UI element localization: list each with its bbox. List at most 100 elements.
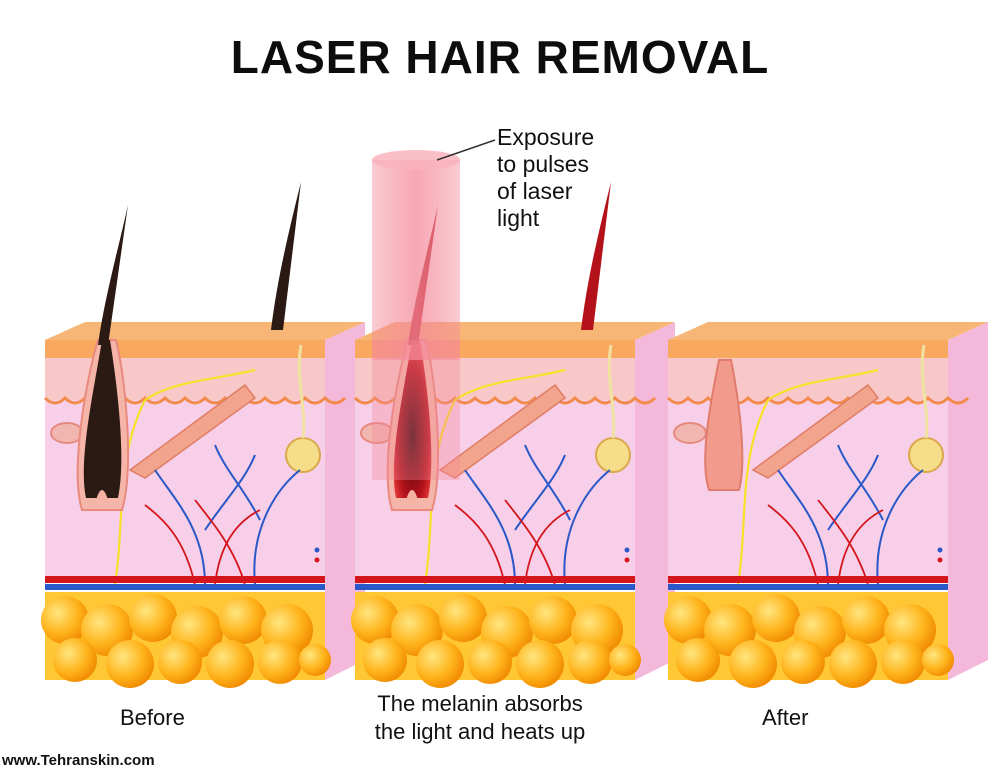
hair-shaft xyxy=(98,205,128,345)
main-vein xyxy=(45,584,325,590)
fat-cell xyxy=(219,596,267,644)
vein-branch xyxy=(214,444,261,521)
vein-branch xyxy=(524,444,571,521)
caption-after: After xyxy=(762,705,809,730)
fat-cell xyxy=(729,640,777,688)
callout-line: of laser xyxy=(497,178,573,204)
fat-cell xyxy=(568,640,612,684)
hair-root xyxy=(83,340,122,498)
vessel-dot xyxy=(937,547,943,553)
callout-line: Exposure xyxy=(497,124,595,150)
fat-cell xyxy=(781,640,825,684)
sebaceous-gland xyxy=(50,422,84,444)
fat-cell xyxy=(468,640,512,684)
skin-surface xyxy=(668,340,948,358)
caption-laser-line: The melanin absorbs xyxy=(377,691,583,716)
vessel-dot xyxy=(624,557,630,563)
vessel-dot xyxy=(314,547,320,553)
watermark: www.Tehranskin.com xyxy=(2,752,155,769)
main-artery xyxy=(355,576,635,583)
fat-cell xyxy=(922,644,954,676)
vein-branch xyxy=(464,469,516,586)
laser-beam-top xyxy=(372,150,460,170)
vein-branch xyxy=(563,469,611,586)
sweat-gland xyxy=(908,437,944,473)
vessel-dot xyxy=(624,547,630,553)
fat-cell xyxy=(41,596,89,644)
fat-cell xyxy=(516,640,564,688)
vessel-dot xyxy=(937,557,943,563)
caption-laser: The melanin absorbs the light and heats … xyxy=(340,690,620,746)
fat-cell xyxy=(829,640,877,688)
vein-branch xyxy=(876,469,924,586)
artery-branch xyxy=(214,509,261,586)
fat-cell xyxy=(258,640,302,684)
artery-branch xyxy=(454,504,506,586)
vein-branch xyxy=(154,469,206,586)
main-artery xyxy=(45,576,325,583)
sweat-duct xyxy=(920,344,929,439)
hair-root xyxy=(393,340,432,498)
artery-branch xyxy=(524,509,571,586)
sebaceous-gland xyxy=(673,422,707,444)
fat-cell xyxy=(129,594,177,642)
vein-branch xyxy=(253,469,301,586)
callout-line: to pulses xyxy=(497,151,590,177)
destroyed-follicle xyxy=(704,359,744,491)
dermal-papilla xyxy=(406,490,418,500)
laser-callout-label: Exposure to pulses of laser light xyxy=(497,124,647,232)
fat-cell xyxy=(664,596,712,644)
skin-block-after xyxy=(664,322,988,688)
side-face xyxy=(948,322,988,680)
fat-cell xyxy=(842,596,890,644)
artery-branch xyxy=(194,499,246,586)
artery-branch xyxy=(767,504,819,586)
fat-cell xyxy=(439,594,487,642)
vessel-dot xyxy=(314,557,320,563)
sweat-gland xyxy=(595,437,631,473)
fat-cell xyxy=(351,596,399,644)
skin-block-before xyxy=(41,182,365,688)
fat-cell xyxy=(529,596,577,644)
fat-cell xyxy=(53,638,97,682)
arrector-muscle xyxy=(128,383,257,479)
laser-beam xyxy=(372,160,460,360)
side-face xyxy=(635,322,675,680)
top-face xyxy=(45,322,365,340)
artery-branch xyxy=(817,499,869,586)
fat-cell xyxy=(206,640,254,688)
dermal-papilla xyxy=(96,490,108,500)
sweat-duct xyxy=(607,344,616,439)
sweat-duct xyxy=(297,344,306,439)
callout-leader-line xyxy=(436,139,496,161)
main-vein xyxy=(355,584,635,590)
fat-cell xyxy=(158,640,202,684)
diagram-title: LASER HAIR REMOVAL xyxy=(230,31,770,83)
fat-cell xyxy=(299,644,331,676)
fat-cell xyxy=(609,644,641,676)
fat-cell xyxy=(752,594,800,642)
top-face xyxy=(668,322,988,340)
arrector-muscle xyxy=(438,383,567,479)
hair-shaft-secondary xyxy=(271,182,301,330)
laser-beam-penetration xyxy=(372,340,460,480)
fat-cell xyxy=(363,638,407,682)
caption-laser-line: the light and heats up xyxy=(374,719,586,744)
artery-branch xyxy=(504,499,556,586)
caption-before: Before xyxy=(120,705,185,730)
main-artery xyxy=(668,576,948,583)
arrector-muscle xyxy=(751,383,880,479)
artery-branch xyxy=(144,504,196,586)
vein-branch xyxy=(837,444,884,521)
callout-line: light xyxy=(497,205,540,231)
skin-surface xyxy=(45,340,325,358)
fat-cell xyxy=(881,640,925,684)
fat-cell xyxy=(106,640,154,688)
hair-shaft-secondary xyxy=(581,182,611,330)
nerve-fiber xyxy=(736,368,879,586)
sweat-gland xyxy=(285,437,321,473)
fat-cell xyxy=(676,638,720,682)
vein-branch xyxy=(777,469,829,586)
